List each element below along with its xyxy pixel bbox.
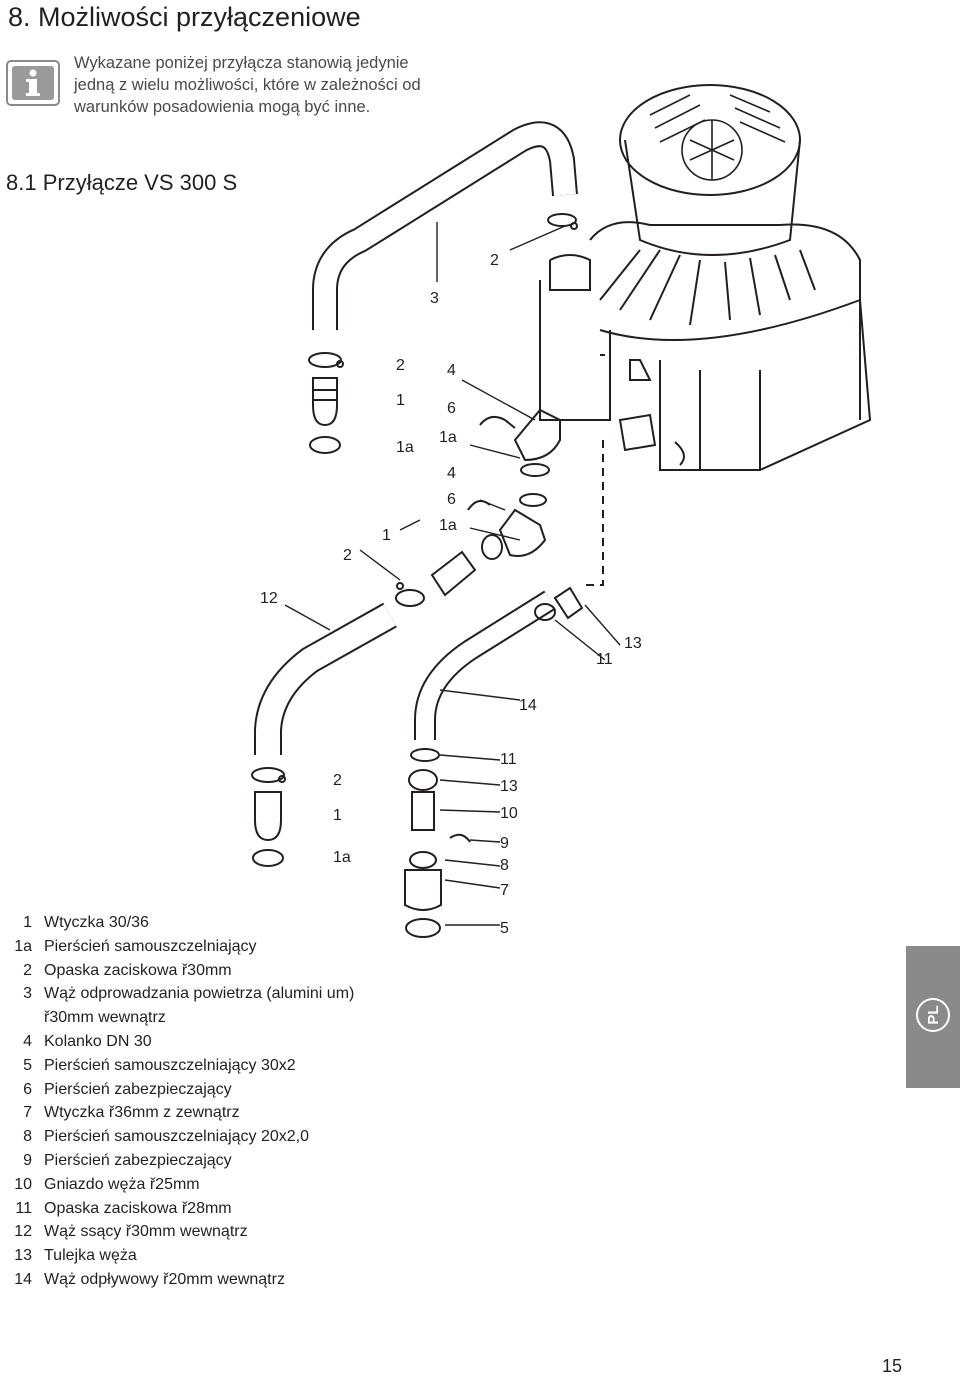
section-title: 8.1 Przyłącze VS 300 S (6, 170, 238, 195)
page-number: 15 (881, 1356, 902, 1376)
legend-item: 7 Wtyczka ř36mm z zewnątrz (0, 1101, 384, 1125)
legend-item: 9 Pierścień zabezpieczający (0, 1149, 384, 1173)
label-1a: 1a (439, 517, 457, 534)
fittings-bottom-left (251, 767, 286, 867)
legend-item: 12 Wąż ssący ř30mm wewnątrz (0, 1220, 384, 1244)
clamp-mid (395, 582, 425, 607)
legend-num: 4 (23, 1032, 32, 1050)
label-11: 11 (500, 751, 517, 768)
legend-text: Wąż ssący ř30mm wewnątrz (44, 1223, 248, 1241)
language-badge: PL (916, 998, 950, 1032)
legend-num: 5 (23, 1056, 32, 1074)
label-2: 2 (396, 357, 405, 374)
legend-num: 8 (23, 1128, 32, 1146)
page-title: 8. Możliwości przyłączeniowe (8, 2, 361, 32)
label-6: 6 (447, 400, 456, 417)
label-13: 13 (624, 635, 642, 652)
label-1: 1 (382, 527, 391, 544)
legend-num: 3 (23, 985, 32, 1003)
legend-text: Opaska zaciskowa ř30mm (44, 961, 232, 979)
label-1: 1 (396, 392, 405, 409)
legend-item: 4 Kolanko DN 30 (0, 1030, 384, 1054)
label-1a: 1a (333, 849, 351, 866)
label-1a: 1a (439, 429, 457, 446)
legend-item: 2 Opaska zaciskowa ř30mm (0, 959, 384, 983)
legend-item: 1a Pierścień samouszczelniający (0, 935, 384, 959)
info-note: Wykazane poniżej przyłącza stanowią jedy… (74, 54, 421, 116)
legend-item: 1 Wtyczka 30/36 (0, 911, 384, 935)
legend-item: 6 Pierścień zabezpieczający (0, 1078, 384, 1102)
label-12: 12 (260, 590, 278, 607)
legend-text: Wtyczka 30/36 (44, 914, 149, 931)
hose-sleeve (534, 586, 584, 621)
label-4: 4 (447, 465, 456, 482)
legend-num: 11 (15, 1199, 32, 1217)
label-3: 3 (430, 290, 439, 307)
elbow-upper (479, 408, 561, 507)
legend-item: 11 Opaska zaciskowa ř28mm (0, 1197, 384, 1221)
elbow-lower (430, 500, 547, 597)
legend-text: Pierścień samouszczelniający 20x2,0 (44, 1128, 310, 1146)
legend-num: 10 (14, 1175, 32, 1193)
label-4: 4 (447, 362, 456, 379)
legend-item: 10 Gniazdo węża ř25mm (0, 1173, 384, 1197)
leader-lines (284, 222, 621, 926)
legend-text: Wtyczka ř36mm z zewnątrz (44, 1104, 240, 1122)
legend-text: Wąż odpływowy ř20mm wewnątrz (44, 1270, 285, 1288)
fittings-bottom-right (404, 748, 471, 938)
legend-num: 6 (23, 1080, 32, 1098)
clamp-top (547, 213, 578, 230)
label-13: 13 (500, 778, 518, 795)
legend-text: Pierścień samouszczelniający 30x2 (44, 1056, 296, 1074)
label-10: 10 (500, 805, 518, 822)
label-6: 6 (447, 491, 456, 508)
label-2: 2 (333, 772, 342, 789)
legend-text: Kolanko DN 30 (44, 1032, 152, 1050)
legend-text: Gniazdo węża ř25mm (44, 1175, 200, 1193)
legend-num: 14 (14, 1270, 32, 1288)
legend-text: Pierścień samouszczelniający (44, 937, 257, 955)
language-tab: PL (906, 946, 960, 1088)
legend-item: 3 Wąż odprowadzania powietrza (alumini um… (0, 982, 384, 1030)
legend-num: 1 (23, 914, 32, 931)
label-5: 5 (500, 920, 509, 937)
legend-num: 2 (23, 961, 32, 979)
legend-item: 13 Tulejka węża (0, 1244, 384, 1268)
legend-text: Wąż odprowadzania powietrza (alumini um)… (44, 985, 355, 1027)
label-14: 14 (519, 697, 537, 714)
legend-item: 14 Wąż odpływowy ř20mm wewnątrz (0, 1268, 384, 1292)
legend-text: Pierścień zabezpieczający (44, 1080, 232, 1098)
label-9: 9 (500, 835, 509, 852)
label-1a: 1a (396, 439, 414, 456)
label-11: 11 (596, 651, 613, 668)
drain-hose (414, 590, 556, 740)
fittings-left (308, 352, 344, 454)
legend-text: Opaska zaciskowa ř28mm (44, 1199, 232, 1217)
air-hose (312, 121, 578, 330)
legend-num: 7 (23, 1104, 32, 1122)
label-1: 1 (333, 807, 342, 824)
info-icon (6, 60, 60, 106)
legend-text: Tulejka węża (44, 1247, 137, 1265)
pump-unit (539, 84, 872, 471)
legend-num: 9 (23, 1151, 32, 1169)
label-7: 7 (500, 882, 509, 899)
legend-item: 5 Pierścień samouszczelniający 30x2 (0, 1054, 384, 1078)
legend-item: 8 Pierścień samouszczelniający 20x2,0 (0, 1125, 384, 1149)
label-2: 2 (343, 547, 352, 564)
legend-num: 1a (14, 937, 32, 955)
legend-text: Pierścień zabezpieczający (44, 1151, 232, 1169)
label-8: 8 (500, 857, 509, 874)
legend-num: 13 (14, 1247, 32, 1265)
legend-num: 12 (14, 1223, 32, 1241)
label-2: 2 (490, 252, 499, 269)
connection-diagram: 3 2 2 1 1a 4 6 1a 4 6 1a 1 2 12 11 13 14… (251, 84, 872, 938)
suction-hose (254, 602, 397, 755)
